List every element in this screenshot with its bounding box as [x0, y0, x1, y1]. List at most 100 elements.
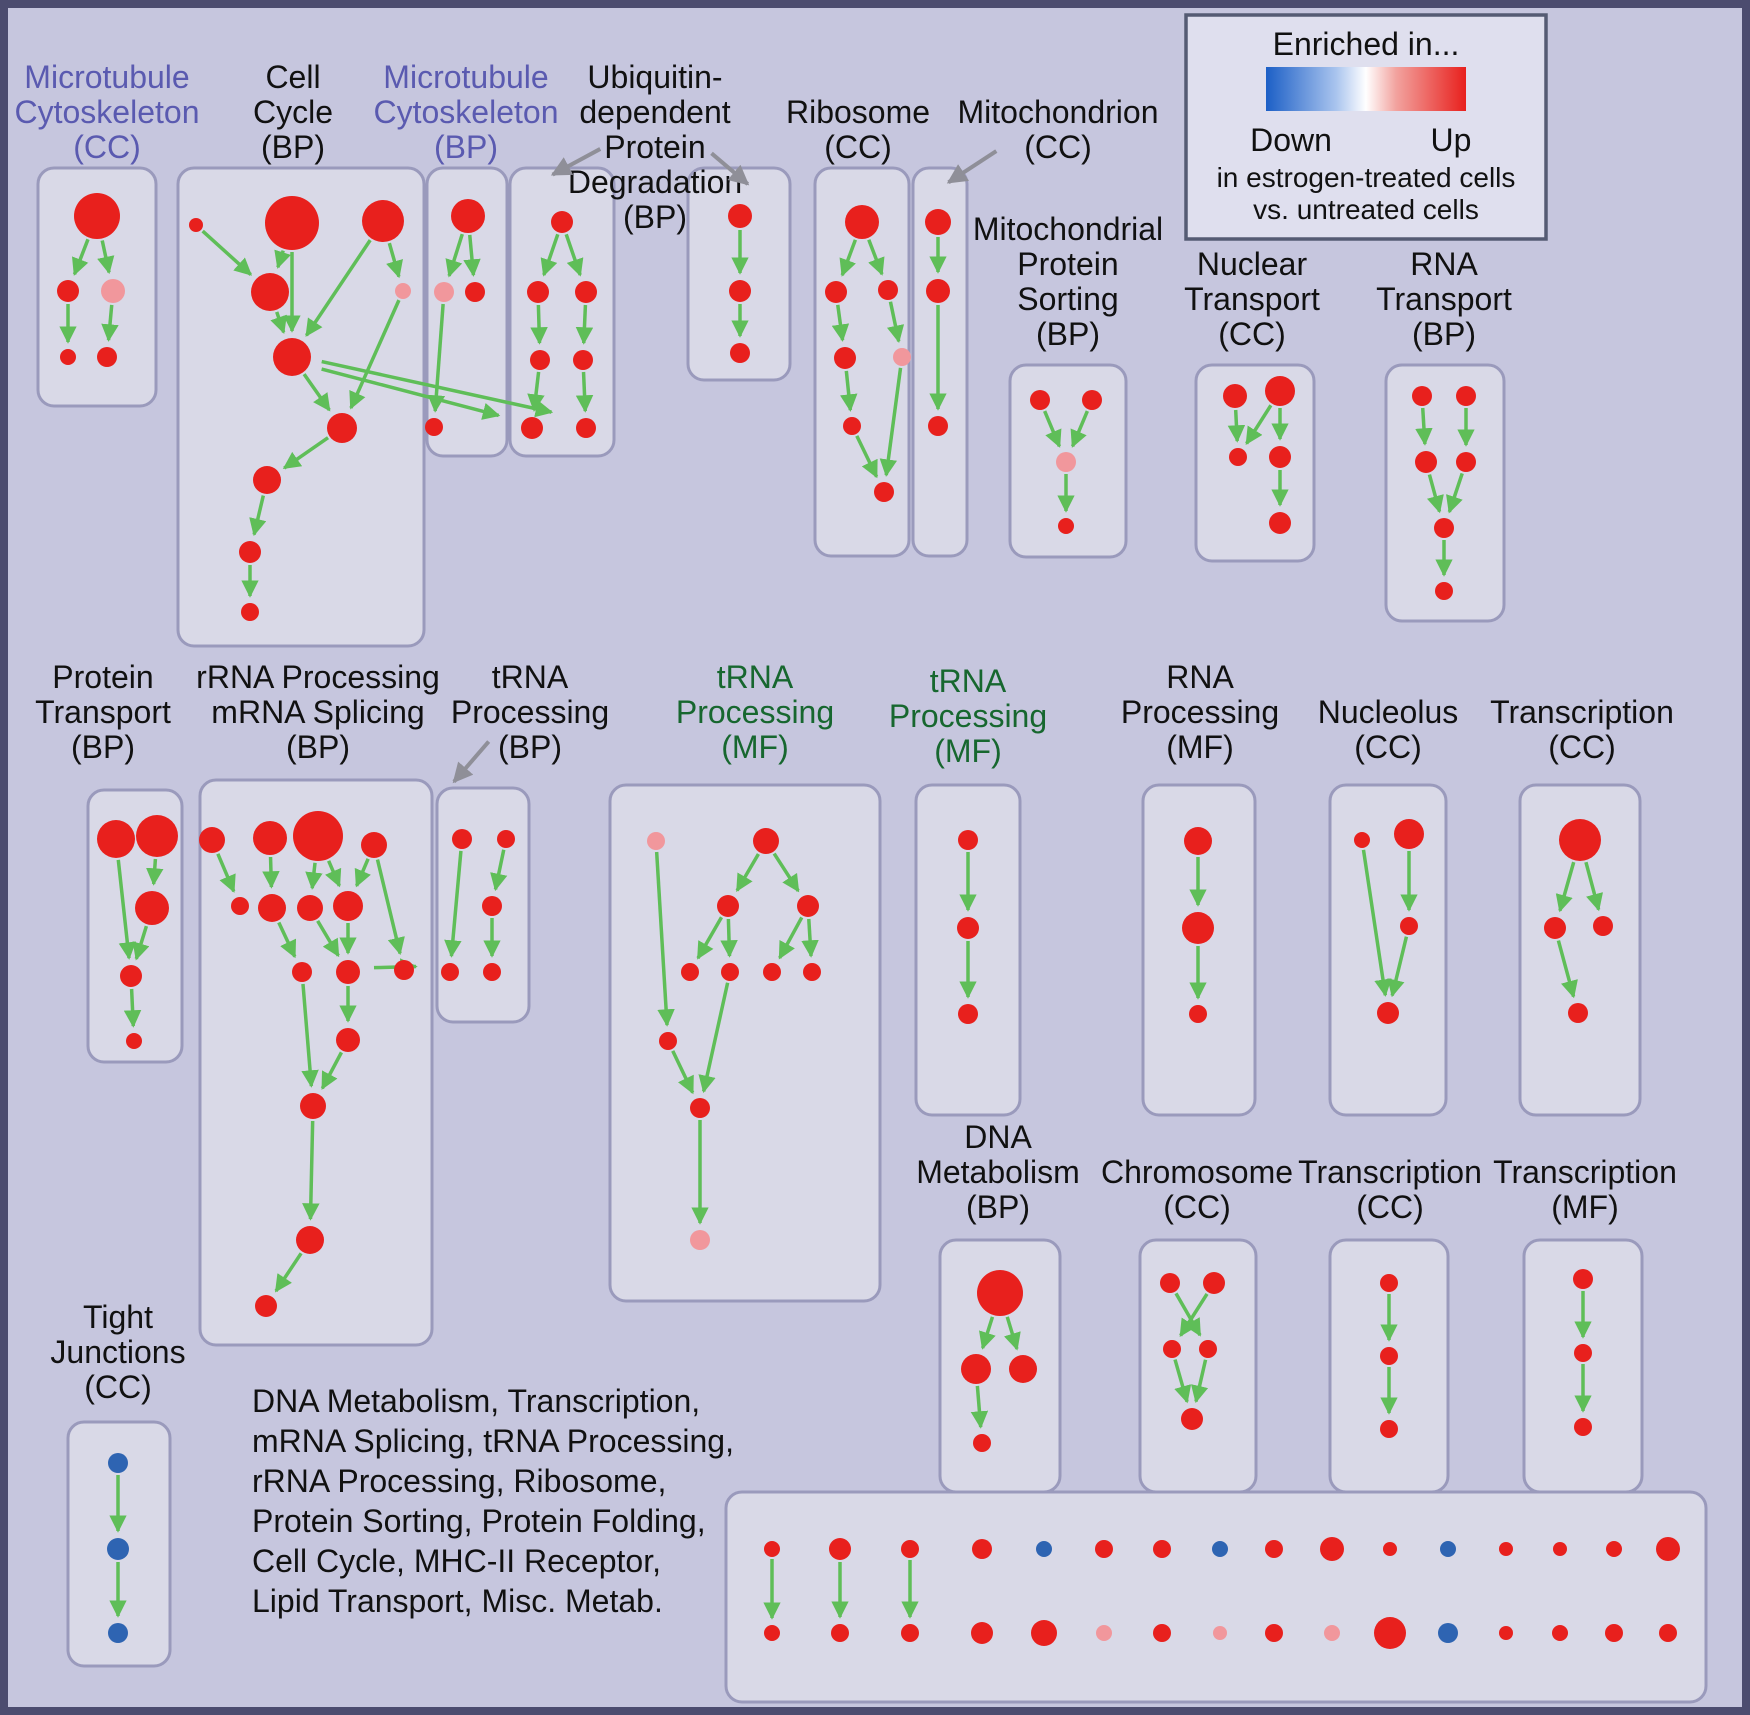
go-term-node: [451, 199, 485, 233]
go-term-node: [575, 281, 597, 303]
go-term-node: [1265, 376, 1295, 406]
cluster-label-transcription-cc-a: Transcription(CC): [1490, 694, 1674, 765]
edge-arrow: [1043, 410, 1062, 448]
edge-arrow: [123, 988, 142, 1028]
cluster-label-ubiquitin-degradation-bp-a-line3: Degradation: [568, 164, 742, 200]
edge-arrow: [72, 238, 90, 276]
cluster-label-nucleolus-cc-line1: (CC): [1354, 729, 1422, 765]
cluster-label-transcription-cc-b-line0: Transcription: [1298, 1154, 1482, 1190]
go-term-node: [1438, 1623, 1458, 1643]
cluster-label-tight-junctions-cc-line2: (CC): [84, 1369, 152, 1405]
go-term-node: [961, 1354, 991, 1384]
go-term-node: [97, 347, 117, 367]
go-term-node: [527, 281, 549, 303]
cluster-label-ubiquitin-degradation-bp-a-line0: Ubiquitin-: [587, 59, 722, 95]
cluster-label-nucleolus-cc: Nucleolus(CC): [1318, 694, 1459, 765]
legend-title: Enriched in...: [1273, 26, 1460, 62]
edge-arrow: [274, 249, 292, 269]
cluster-label-rna-processing-mf-line0: RNA: [1166, 659, 1234, 695]
cluster-label-protein-transport-bp-line1: Transport: [35, 694, 171, 730]
cluster-label-ubiquitin-degradation-bp-a-line2: Protein: [604, 129, 705, 165]
go-term-node: [901, 1540, 919, 1558]
go-term-node: [97, 820, 135, 858]
cluster-label-microtubule-cytoskeleton-bp-line2: (BP): [434, 129, 498, 165]
go-term-node: [199, 827, 225, 853]
go-term-node: [135, 891, 169, 925]
go-term-node: [874, 482, 894, 502]
go-term-node: [730, 343, 750, 363]
go-term-node: [300, 1093, 326, 1119]
go-term-node: [1182, 912, 1214, 944]
legend-down-label: Down: [1250, 122, 1332, 158]
cluster-label-ribosome-cc: Ribosome(CC): [786, 94, 930, 165]
go-term-node: [239, 541, 261, 563]
cluster-label-rna-transport-bp-line0: RNA: [1410, 246, 1478, 282]
legend-gradient-bar: [1266, 67, 1466, 111]
legend-subtitle-line1: in estrogen-treated cells: [1217, 162, 1516, 193]
edge-arrow: [530, 304, 548, 345]
cluster-label-cell-cycle-bp-line2: (BP): [261, 129, 325, 165]
go-term-node: [1415, 451, 1437, 473]
go-term-node: [958, 1004, 978, 1024]
cluster-label-nucleolus-cc-line0: Nucleolus: [1318, 694, 1459, 730]
go-term-node: [681, 963, 699, 981]
cluster-box-nuclear-transport-cc: [1194, 363, 1316, 563]
edge-arrow: [564, 233, 584, 277]
edge-arrow: [1555, 861, 1576, 913]
go-term-node: [764, 1625, 780, 1641]
cluster-box-chromosome-cc: [1138, 1238, 1258, 1494]
cluster-label-chromosome-cc-line1: (CC): [1163, 1189, 1231, 1225]
edge-arrow: [116, 859, 137, 960]
go-term-node: [530, 350, 550, 370]
cluster-box-transcription-cc-a: [1518, 783, 1642, 1117]
edge-arrow: [386, 242, 403, 279]
cluster-label-trna-processing-mf-b-line0: tRNA: [930, 663, 1007, 699]
cluster-label-transcription-cc-b-line1: (CC): [1356, 1189, 1424, 1225]
edge-arrow: [1003, 1316, 1021, 1351]
cluster-box-trna-processing-mf-a: [608, 783, 882, 1303]
edge-arrow: [575, 371, 594, 413]
edge-arrow: [97, 240, 115, 275]
cluster-box-mitochondrion-cc: [911, 166, 969, 558]
cluster-label-tight-junctions-cc-line1: Junctions: [50, 1334, 185, 1370]
cluster-label-nuclear-transport-cc-line0: Nuclear: [1197, 246, 1308, 282]
go-term-node: [1265, 1540, 1283, 1558]
edge-arrow: [349, 299, 401, 410]
edge-arrow: [427, 303, 446, 413]
go-term-node: [136, 815, 178, 857]
go-term-node: [425, 418, 443, 436]
go-term-node: [74, 193, 120, 239]
cluster-box-misc-terms: [724, 1490, 1708, 1704]
go-term-node: [958, 830, 978, 850]
edge-arrow: [654, 851, 675, 1027]
go-term-node: [1213, 1626, 1227, 1640]
go-term-node: [1383, 1542, 1397, 1556]
go-term-node: [1573, 1269, 1593, 1289]
go-term-node: [296, 1226, 324, 1254]
legend-subtitle-line2: vs. untreated cells: [1253, 194, 1479, 225]
edge-arrow: [979, 1316, 996, 1350]
go-term-node: [60, 349, 76, 365]
label-pointer-arrow: [946, 149, 998, 185]
go-term-node: [107, 1538, 129, 1560]
edge-arrow: [879, 367, 903, 477]
cluster-label-mito-protein-sorting-bp-line3: (BP): [1036, 316, 1100, 352]
go-term-node: [1435, 582, 1453, 600]
edge-arrow: [320, 1051, 343, 1090]
go-term-node: [434, 282, 454, 302]
go-term-node: [1096, 1625, 1112, 1641]
go-term-node: [327, 413, 357, 443]
cluster-label-trna-processing-bp-line2: (BP): [498, 729, 562, 765]
edge-arrow: [1556, 940, 1578, 999]
cluster-label-tight-junctions-cc-line0: Tight: [83, 1299, 153, 1335]
go-term-node: [729, 280, 751, 302]
edge-arrow: [886, 301, 905, 344]
go-term-node: [1606, 1541, 1622, 1557]
go-term-node: [551, 211, 573, 233]
go-term-node: [1320, 1537, 1344, 1561]
edge-arrow: [305, 862, 323, 890]
